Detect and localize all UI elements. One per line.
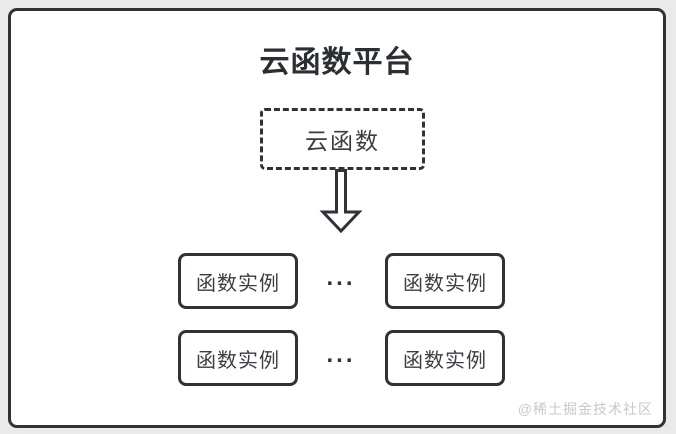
function-instance-node: 函数实例 <box>385 330 505 386</box>
function-instance-label: 函数实例 <box>403 272 487 295</box>
function-instance-node: 函数实例 <box>385 253 505 309</box>
ellipsis-row-2: ... <box>326 341 356 368</box>
function-instance-label: 函数实例 <box>196 349 280 372</box>
function-instance-node: 函数实例 <box>178 330 298 386</box>
function-instance-label: 函数实例 <box>403 349 487 372</box>
ellipsis-row-1: ... <box>326 264 356 291</box>
function-instance-label: 函数实例 <box>196 272 280 295</box>
platform-panel: 云函数平台 云函数 函数实例 ... 函数实例 函数实例 ... 函数实例 @稀… <box>8 8 666 428</box>
cloud-function-label: 云函数 <box>305 128 380 154</box>
watermark: @稀土掘金技术社区 <box>517 401 653 417</box>
down-arrow-icon <box>319 169 363 233</box>
function-instance-node: 函数实例 <box>178 253 298 309</box>
cloud-function-node: 云函数 <box>260 108 425 170</box>
diagram-title: 云函数平台 <box>259 46 415 79</box>
